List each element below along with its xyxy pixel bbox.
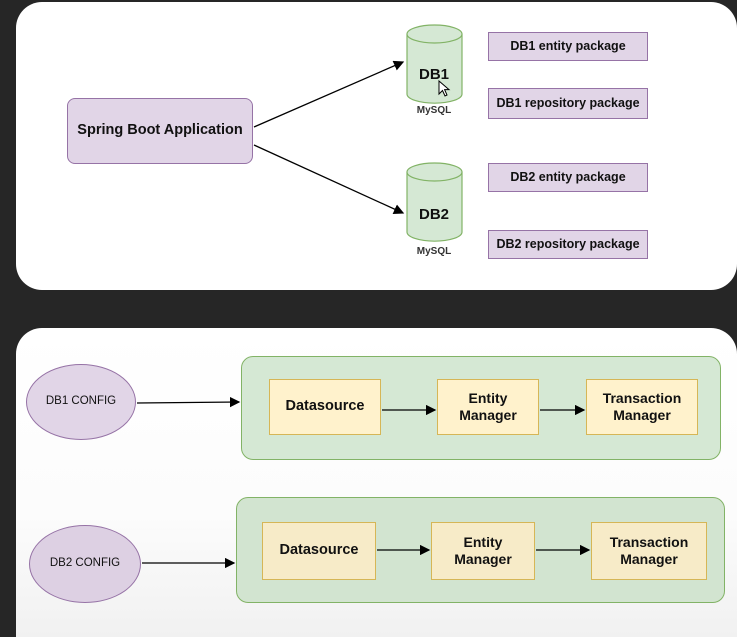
db2-entity-package-label: DB2 entity package bbox=[510, 170, 626, 184]
db2-entity-package-box: DB2 entity package bbox=[488, 163, 648, 192]
db2-datasource-box: Datasource bbox=[262, 522, 376, 580]
db2-repository-package-box: DB2 repository package bbox=[488, 230, 648, 259]
arrow-app-to-db2 bbox=[253, 144, 405, 214]
db1-entity-package-box: DB1 entity package bbox=[488, 32, 648, 61]
db1-datasource-box: Datasource bbox=[269, 379, 381, 435]
db2-cylinder: DB2 bbox=[406, 162, 463, 242]
arrow-app-to-db1 bbox=[253, 60, 405, 128]
db1-repository-package-label: DB1 repository package bbox=[496, 96, 640, 110]
bottom-arrows bbox=[136, 396, 591, 569]
db1-config-label: DB1 CONFIG bbox=[45, 395, 117, 408]
spring-boot-app-label: Spring Boot Application bbox=[77, 122, 243, 139]
db1-entity-manager-label: Entity Manager bbox=[459, 390, 517, 423]
db2-label: DB2 bbox=[418, 206, 449, 223]
spring-boot-app-box: Spring Boot Application bbox=[67, 98, 253, 164]
db2-config-ellipse: DB2 CONFIG bbox=[29, 525, 141, 603]
db1-repository-package-box: DB1 repository package bbox=[488, 88, 648, 119]
db2-engine-label: MySQL bbox=[416, 246, 452, 257]
db1-label: DB1 bbox=[418, 66, 449, 83]
top-arrows bbox=[253, 60, 405, 214]
db1-entity-package-label: DB1 entity package bbox=[510, 39, 626, 53]
top-diagram-panel: Spring Boot Application DB1 MySQL DB2 My… bbox=[16, 2, 737, 290]
db1-cylinder: DB1 bbox=[406, 24, 463, 104]
db1-transaction-manager-box: Transaction Manager bbox=[586, 379, 698, 435]
db2-transaction-manager-label: Transaction Manager bbox=[609, 534, 689, 567]
db2-datasource-label: Datasource bbox=[279, 542, 359, 559]
db1-cylinder-shape bbox=[406, 24, 463, 104]
db1-engine-label: MySQL bbox=[416, 105, 452, 116]
arrow-db1-config-to-group bbox=[136, 396, 241, 408]
db1-datasource-label: Datasource bbox=[285, 398, 365, 415]
db1-entity-manager-box: Entity Manager bbox=[437, 379, 539, 435]
db2-transaction-manager-box: Transaction Manager bbox=[591, 522, 707, 580]
db2-config-label: DB2 CONFIG bbox=[49, 557, 121, 570]
db2-entity-manager-label: Entity Manager bbox=[454, 534, 512, 567]
bottom-diagram-panel: DB1 CONFIG Datasource Entity Manager Tra… bbox=[16, 328, 737, 637]
mouse-cursor-icon bbox=[438, 80, 451, 97]
db1-transaction-manager-label: Transaction Manager bbox=[602, 390, 682, 423]
db2-repository-package-label: DB2 repository package bbox=[496, 237, 640, 251]
db1-config-ellipse: DB1 CONFIG bbox=[26, 364, 136, 440]
db2-cylinder-shape bbox=[406, 162, 463, 242]
db2-entity-manager-box: Entity Manager bbox=[431, 522, 535, 580]
